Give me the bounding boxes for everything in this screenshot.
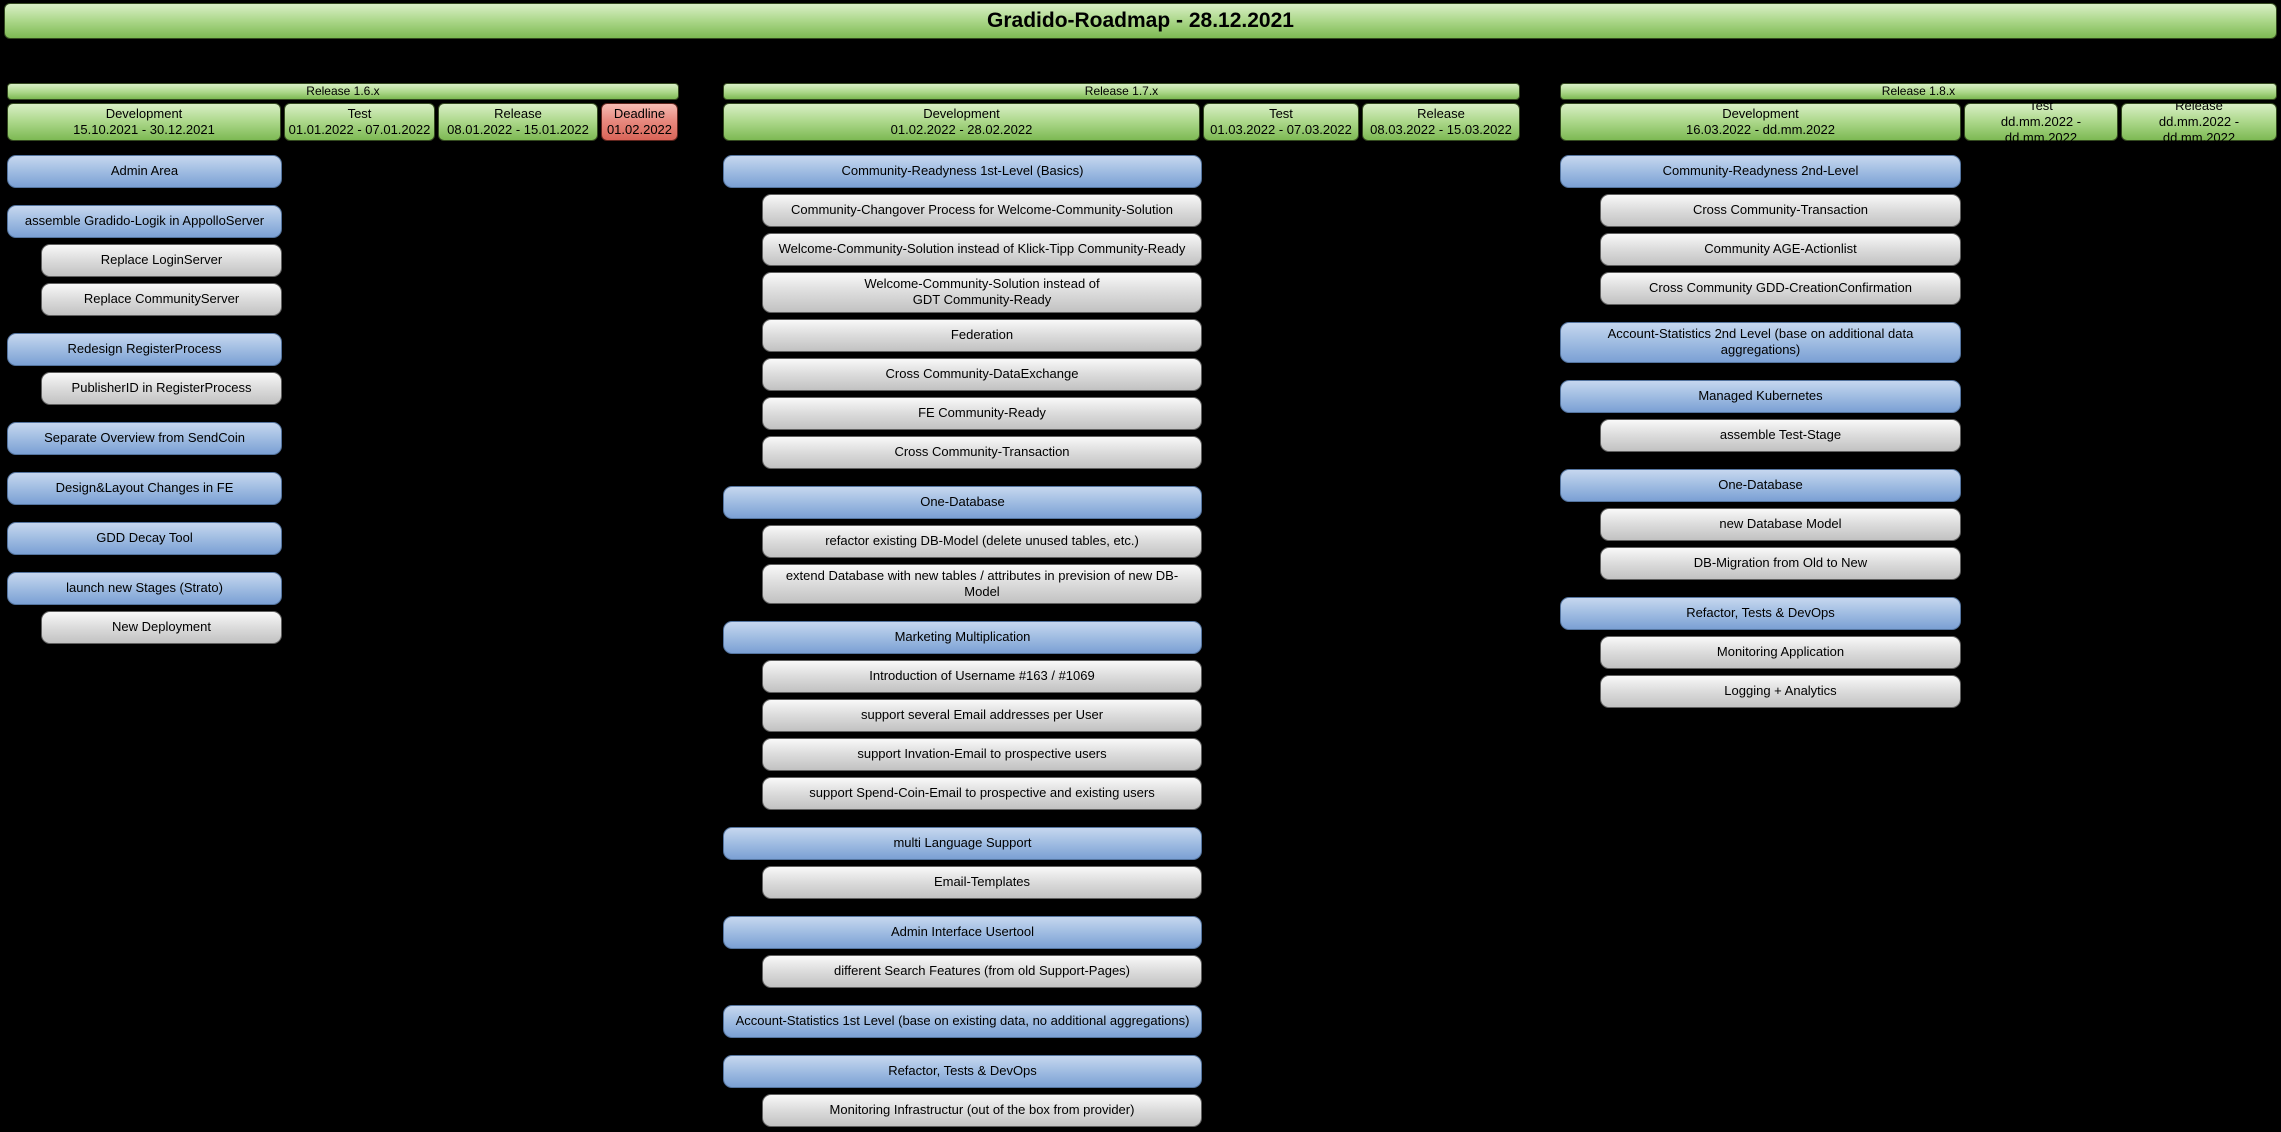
task-card[interactable]: Account-Statistics 2nd Level (base on ad… [1560,322,1961,363]
task-card[interactable]: Admin Interface Usertool [723,916,1202,949]
task-card[interactable]: Community-Readyness 1st-Level (Basics) [723,155,1202,188]
subtask-card[interactable]: Welcome-Community-Solution instead of GD… [762,272,1202,313]
subtask-card[interactable]: refactor existing DB-Model (delete unuse… [762,524,1202,558]
task-card[interactable]: One-Database [1560,468,1961,502]
subtask-card[interactable]: Replace CommunityServer [41,283,282,316]
subtask-card[interactable]: extend Database with new tables / attrib… [762,563,1202,604]
subtask-card[interactable]: Federation [762,318,1202,352]
task-card[interactable]: Community-Readyness 2nd-Level [1560,155,1961,188]
task-list: Community-Readyness 1st-Level (Basics) Co… [723,155,1520,1127]
task-card[interactable]: multi Language Support [723,827,1202,860]
phase-name: Release [1417,106,1465,121]
subtask-card[interactable]: Cross Community-Transaction [1600,194,1961,227]
task-card[interactable]: Refactor, Tests & DevOps [723,1055,1202,1088]
task-card[interactable]: One-Database [723,485,1202,519]
task-card[interactable]: Refactor, Tests & DevOps [1560,596,1961,630]
phase-dates: 08.03.2022 - 15.03.2022 [1370,122,1512,137]
subtask-card[interactable]: Introduction of Username #163 / #1069 [762,660,1202,693]
phase-dates: 01.01.2022 - 07.01.2022 [288,122,431,137]
phase-dates: 15.10.2021 - 30.12.2021 [73,122,215,137]
task-card[interactable]: Account-Statistics 1st Level (base on ex… [723,1005,1202,1038]
phase-dates: 01.03.2022 - 07.03.2022 [1210,122,1352,137]
task-card[interactable]: Design&Layout Changes in FE [7,472,282,505]
task-card[interactable]: launch new Stages (Strato) [7,572,282,605]
subtask-card[interactable]: PublisherID in RegisterProcess [41,372,282,405]
subtask-card[interactable]: Monitoring Application [1600,635,1961,669]
task-card[interactable]: Redesign RegisterProcess [7,333,282,366]
phase-name: Development [923,106,1000,121]
subtask-card[interactable]: Welcome-Community-Solution instead of Kl… [762,233,1202,266]
phase-name: Test [347,106,372,121]
phase-dates: 01.02.2022 [606,122,673,137]
subtask-card[interactable]: New Deployment [41,611,282,644]
subtask-card[interactable]: DB-Migration from Old to New [1600,546,1961,580]
phase-dates: dd.mm.2022 - dd.mm.2022 [2000,114,2082,145]
subtask-card[interactable]: new Database Model [1600,507,1961,541]
page-title: Gradido-Roadmap - 28.12.2021 [4,3,2277,39]
subtask-card[interactable]: Monitoring Infrastructur (out of the box… [762,1094,1202,1127]
subtask-card[interactable]: Replace LoginServer [41,244,282,277]
subtask-card[interactable]: FE Community-Ready [762,396,1202,430]
subtask-card[interactable]: different Search Features (from old Supp… [762,955,1202,988]
phase-name: Development [1722,106,1799,121]
release-bar[interactable]: Release 1.7.x [723,83,1520,100]
release-bar[interactable]: Release 1.6.x [7,83,679,100]
release-bar[interactable]: Release 1.8.x [1560,83,2277,100]
task-card[interactable]: assemble Gradido-Logik in AppolloServer [7,205,282,238]
subtask-card[interactable]: Email-Templates [762,866,1202,899]
phase-name: Deadline [613,106,666,121]
phase-name: Release [2175,98,2223,113]
subtask-card[interactable]: support Spend-Coin-Email to prospective … [762,777,1202,810]
task-card[interactable]: Admin Area [7,155,282,188]
subtask-card[interactable]: Cross Community-Transaction [762,435,1202,469]
task-card[interactable]: GDD Decay Tool [7,522,282,555]
phase-name: Test [1269,106,1293,121]
subtask-card[interactable]: Logging + Analytics [1600,674,1961,708]
task-card[interactable]: Managed Kubernetes [1560,379,1961,413]
task-list: Admin Area assemble Gradido-Logik in Appo… [7,155,679,644]
subtask-card[interactable]: support several Email addresses per User [762,699,1202,732]
phase-dates: 01.02.2022 - 28.02.2022 [890,122,1033,137]
phase-dates: 16.03.2022 - dd.mm.2022 [1686,122,1835,137]
phase-dates: dd.mm.2022 - dd.mm.2022 [2158,114,2240,145]
task-card[interactable]: Separate Overview from SendCoin [7,422,282,455]
subtask-card[interactable]: Community AGE-Actionlist [1600,233,1961,266]
phase-name: Development [105,106,183,121]
subtask-card[interactable]: Community-Changover Process for Welcome-… [762,194,1202,227]
phase-name: Release [494,106,542,121]
task-card[interactable]: Marketing Multiplication [723,621,1202,654]
subtask-card[interactable]: assemble Test-Stage [1600,418,1961,452]
subtask-card[interactable]: support Invation-Email to prospective us… [762,738,1202,771]
phase-name: Test [2029,98,2053,113]
subtask-card[interactable]: Cross Community GDD-CreationConfirmation [1600,272,1961,305]
phase-dates: 08.01.2022 - 15.01.2022 [447,122,589,137]
subtask-card[interactable]: Cross Community-DataExchange [762,357,1202,391]
